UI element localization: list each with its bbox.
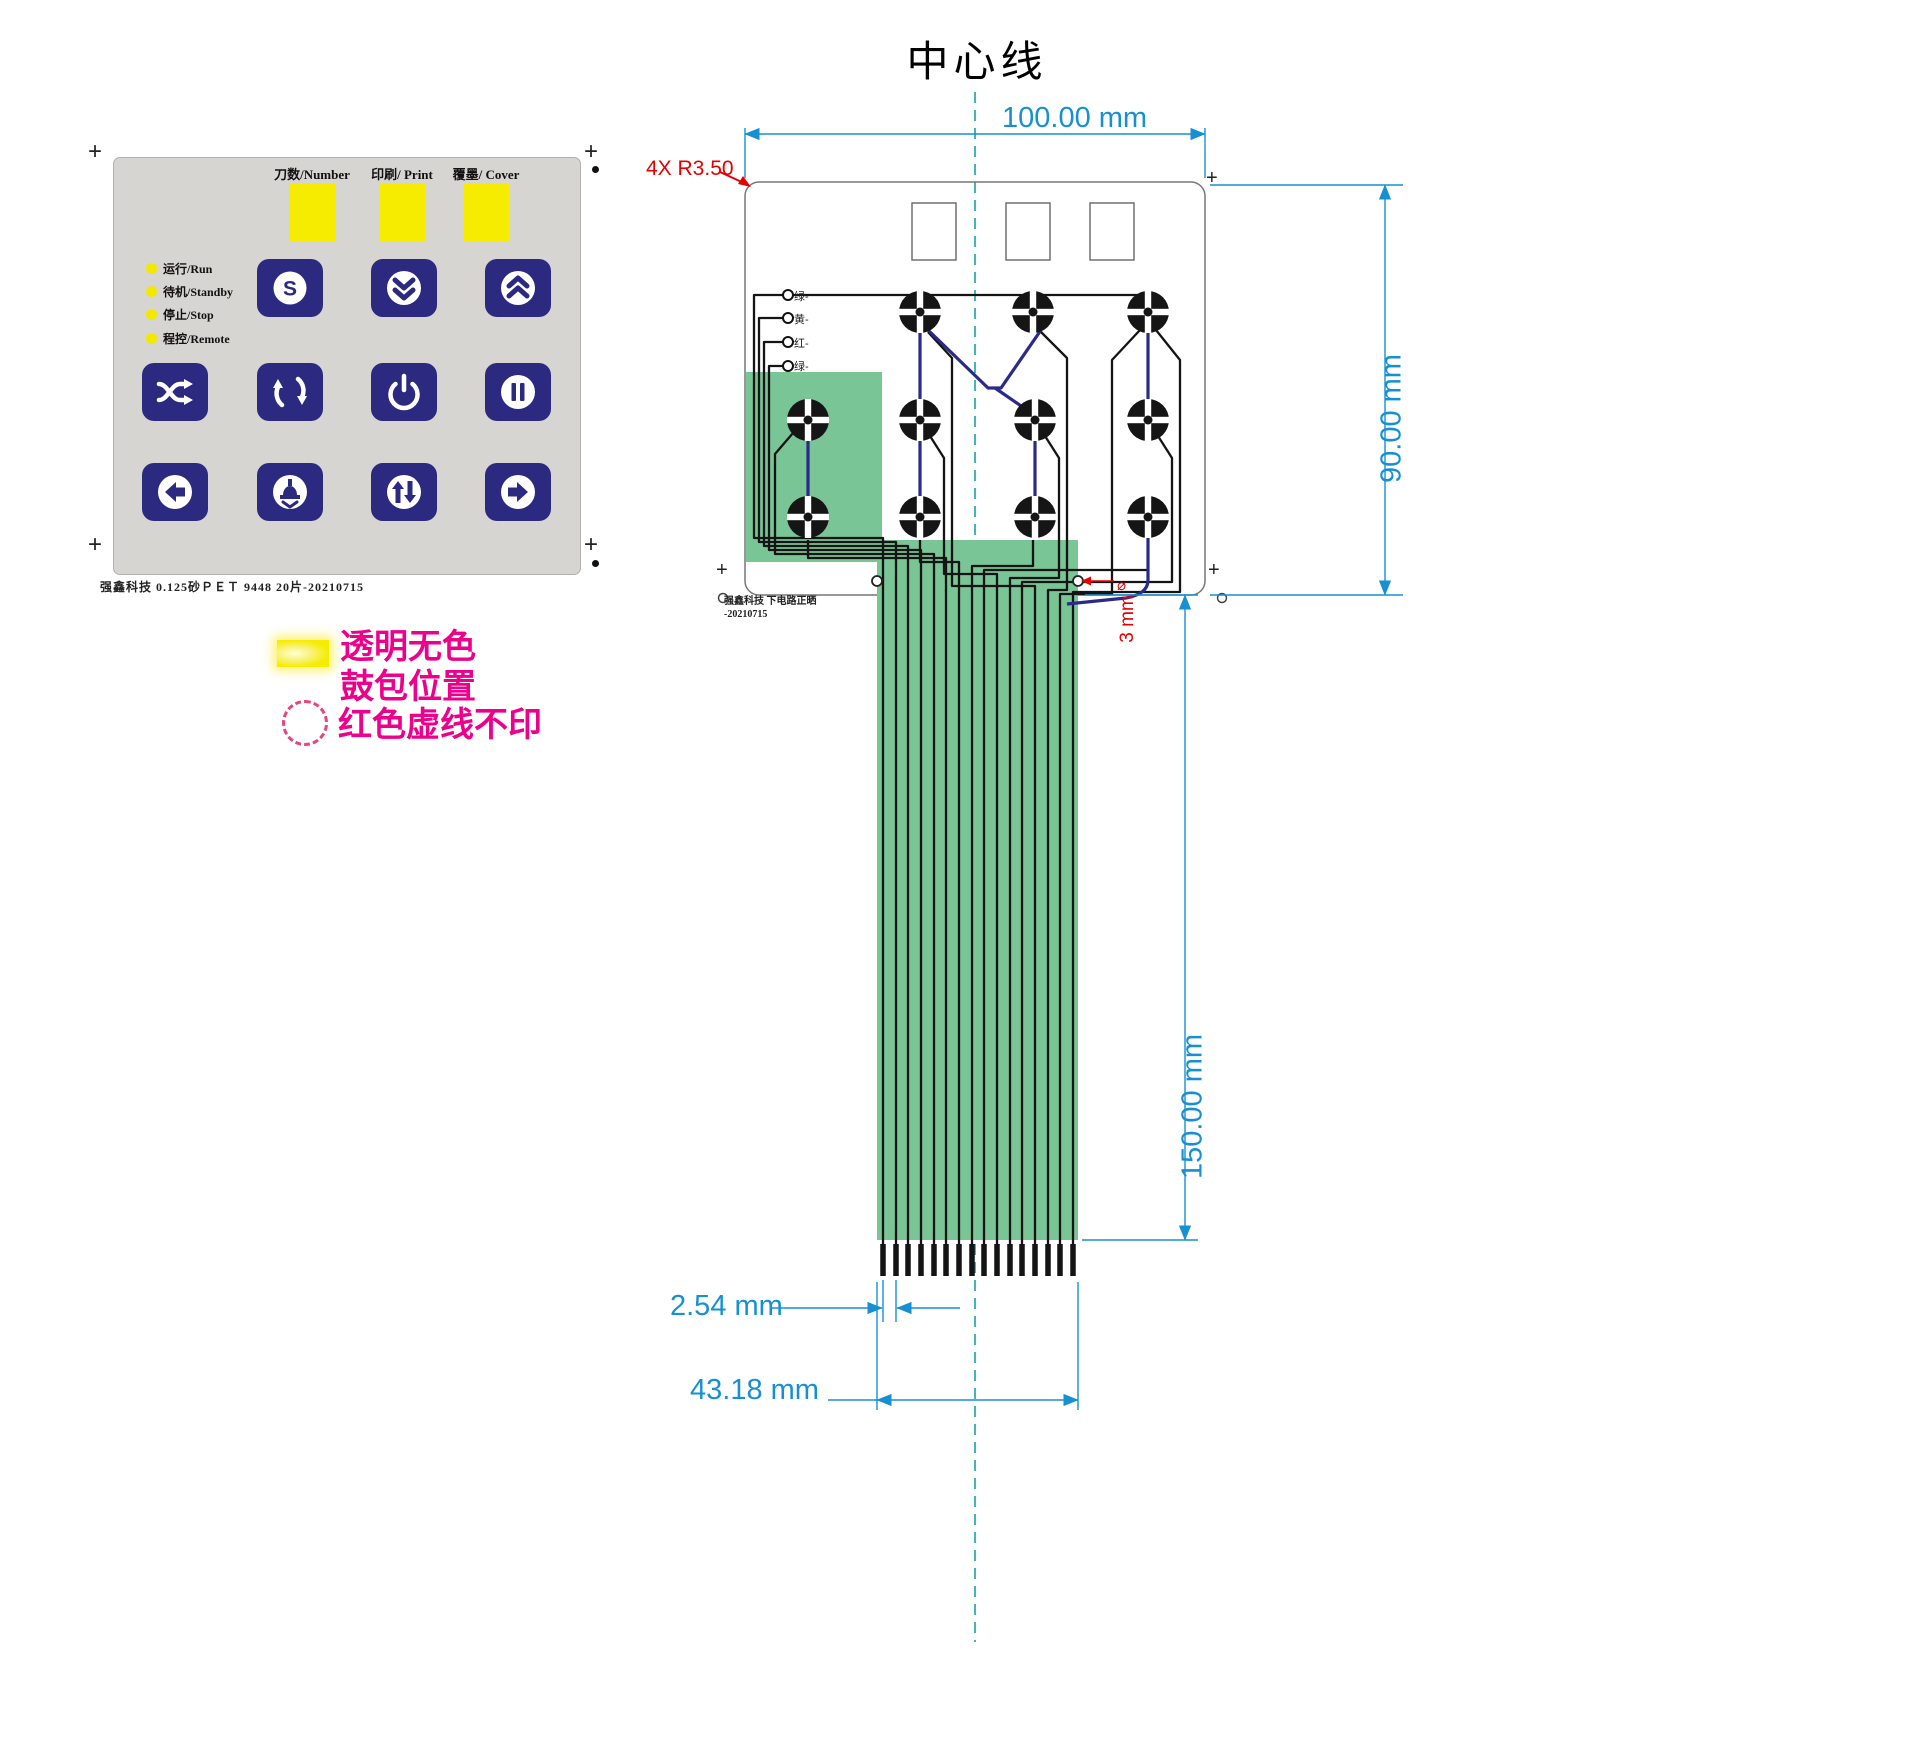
contact-pad (787, 399, 829, 441)
dim-corner-radius: 4X R3.50 (646, 157, 734, 180)
dim-height: 90.00 mm (1375, 354, 1408, 483)
dim-pitch: 2.54 mm (670, 1290, 783, 1322)
arrow-left-button[interactable] (142, 463, 208, 521)
registration-circles (717, 592, 1228, 604)
contact-pad (899, 399, 941, 441)
arrow-left-icon (158, 475, 192, 509)
circuit-footer-line2: -20210715 (724, 608, 768, 620)
arrows-up-down-button[interactable] (371, 463, 437, 521)
green-layer-block (746, 372, 882, 562)
legend-line3: 红色虚线不印 (338, 706, 542, 744)
led-dot-icon (146, 286, 157, 297)
led-dot-icon (146, 309, 157, 320)
shuffle-button[interactable] (142, 363, 208, 421)
black-traces (752, 291, 1182, 1276)
pause-button[interactable] (485, 363, 551, 421)
led-run: 运行/Run (146, 260, 212, 277)
led-remote: 程控/Remote (146, 330, 230, 347)
keypad-footer-note: 强鑫科技 0.125砂ＰＥＴ 9448 20片-20210715 (100, 580, 364, 594)
wire-label-yellow: 黄- (794, 314, 809, 326)
registration-dot (592, 166, 599, 173)
wire-label-green-1: 绿- (794, 291, 809, 303)
power-icon (388, 373, 420, 411)
legend-yellow-swatch (277, 640, 329, 667)
legend-line1: 透明无色 (340, 628, 476, 666)
registration-cross: + (584, 138, 599, 165)
window-label-number: 刀数/Number (274, 167, 350, 182)
display-window-print (379, 183, 425, 241)
dimension-lines (744, 127, 1403, 1410)
led-label: 停止/Stop (163, 308, 214, 322)
circuit-footer-line1: 强鑫科技 下电路正晒 (724, 596, 817, 607)
red-annotations (719, 171, 1114, 586)
dim-hole: 3 mm (1117, 595, 1138, 643)
led-label: 待机/Standby (163, 285, 234, 299)
contact-pad (1012, 291, 1054, 333)
arrow-right-icon (501, 475, 535, 509)
dim-tail-width: 43.18 mm (690, 1374, 819, 1406)
contact-pad (1127, 399, 1169, 441)
display-window-cover (463, 183, 509, 241)
contact-pad (899, 291, 941, 333)
chevron-double-down-icon (387, 271, 421, 305)
chevron-up-button[interactable] (485, 259, 551, 317)
connector-dots (782, 289, 794, 372)
blue-traces (806, 328, 1150, 606)
press-button[interactable] (257, 463, 323, 521)
tooling-holes (871, 575, 1084, 587)
led-dot-icon (146, 333, 157, 344)
wire-label-red: 红- (794, 338, 809, 350)
arrows-up-down-icon (387, 475, 421, 509)
dim-width: 100.00 mm (1002, 102, 1148, 134)
contact-pad (1127, 291, 1169, 333)
hole-diameter-symbol: ⌀ (1117, 577, 1127, 594)
led-dot-icon (146, 263, 157, 274)
registration-cross: + (1208, 559, 1220, 581)
led-standby: 待机/Standby (146, 283, 233, 300)
dim-tail-length: 150.00 mm (1176, 1033, 1209, 1180)
connector-teeth (880, 1244, 1076, 1276)
led-label: 运行/Run (163, 262, 213, 276)
legend-line2: 鼓包位置 (340, 668, 476, 706)
registration-cross: + (88, 138, 103, 165)
contact-pad (787, 496, 829, 538)
registration-cross: + (716, 559, 728, 581)
circuit-drawing (717, 92, 1403, 1642)
arrow-right-button[interactable] (485, 463, 551, 521)
contact-pad (1127, 496, 1169, 538)
power-button[interactable] (371, 363, 437, 421)
green-layer-tail (877, 540, 1078, 1240)
registration-dot (592, 560, 599, 567)
press-icon (273, 475, 307, 509)
svg-text:S: S (283, 278, 297, 301)
display-window-number (289, 183, 335, 241)
drawing-title: 中心线 (906, 38, 1048, 85)
wire-label-green-2: 绿- (794, 361, 809, 373)
registration-cross: + (1206, 167, 1218, 189)
led-windows (911, 202, 1135, 261)
registration-cross: + (584, 531, 599, 558)
window-label-cover: 覆墨/ Cover (452, 167, 520, 182)
contact-pad (1014, 399, 1056, 441)
legend-dashed-circle-icon (282, 700, 328, 746)
shuffle-icon (156, 379, 193, 405)
chevron-down-button[interactable] (371, 259, 437, 317)
registration-cross: + (88, 531, 103, 558)
s-button[interactable]: S (257, 259, 323, 317)
window-label-print: 印刷/ Print (371, 167, 433, 182)
pause-icon (501, 375, 535, 409)
contact-pad (1014, 496, 1056, 538)
contact-pad (899, 496, 941, 538)
circuit-footer-note: 强鑫科技 下电路正晒 -20210715 (724, 596, 817, 621)
rotate-icon (273, 376, 307, 408)
led-label: 程控/Remote (163, 332, 230, 346)
s-icon: S (273, 271, 307, 305)
chevron-double-up-icon (501, 271, 535, 305)
rotate-button[interactable] (257, 363, 323, 421)
led-stop: 停止/Stop (146, 306, 214, 323)
